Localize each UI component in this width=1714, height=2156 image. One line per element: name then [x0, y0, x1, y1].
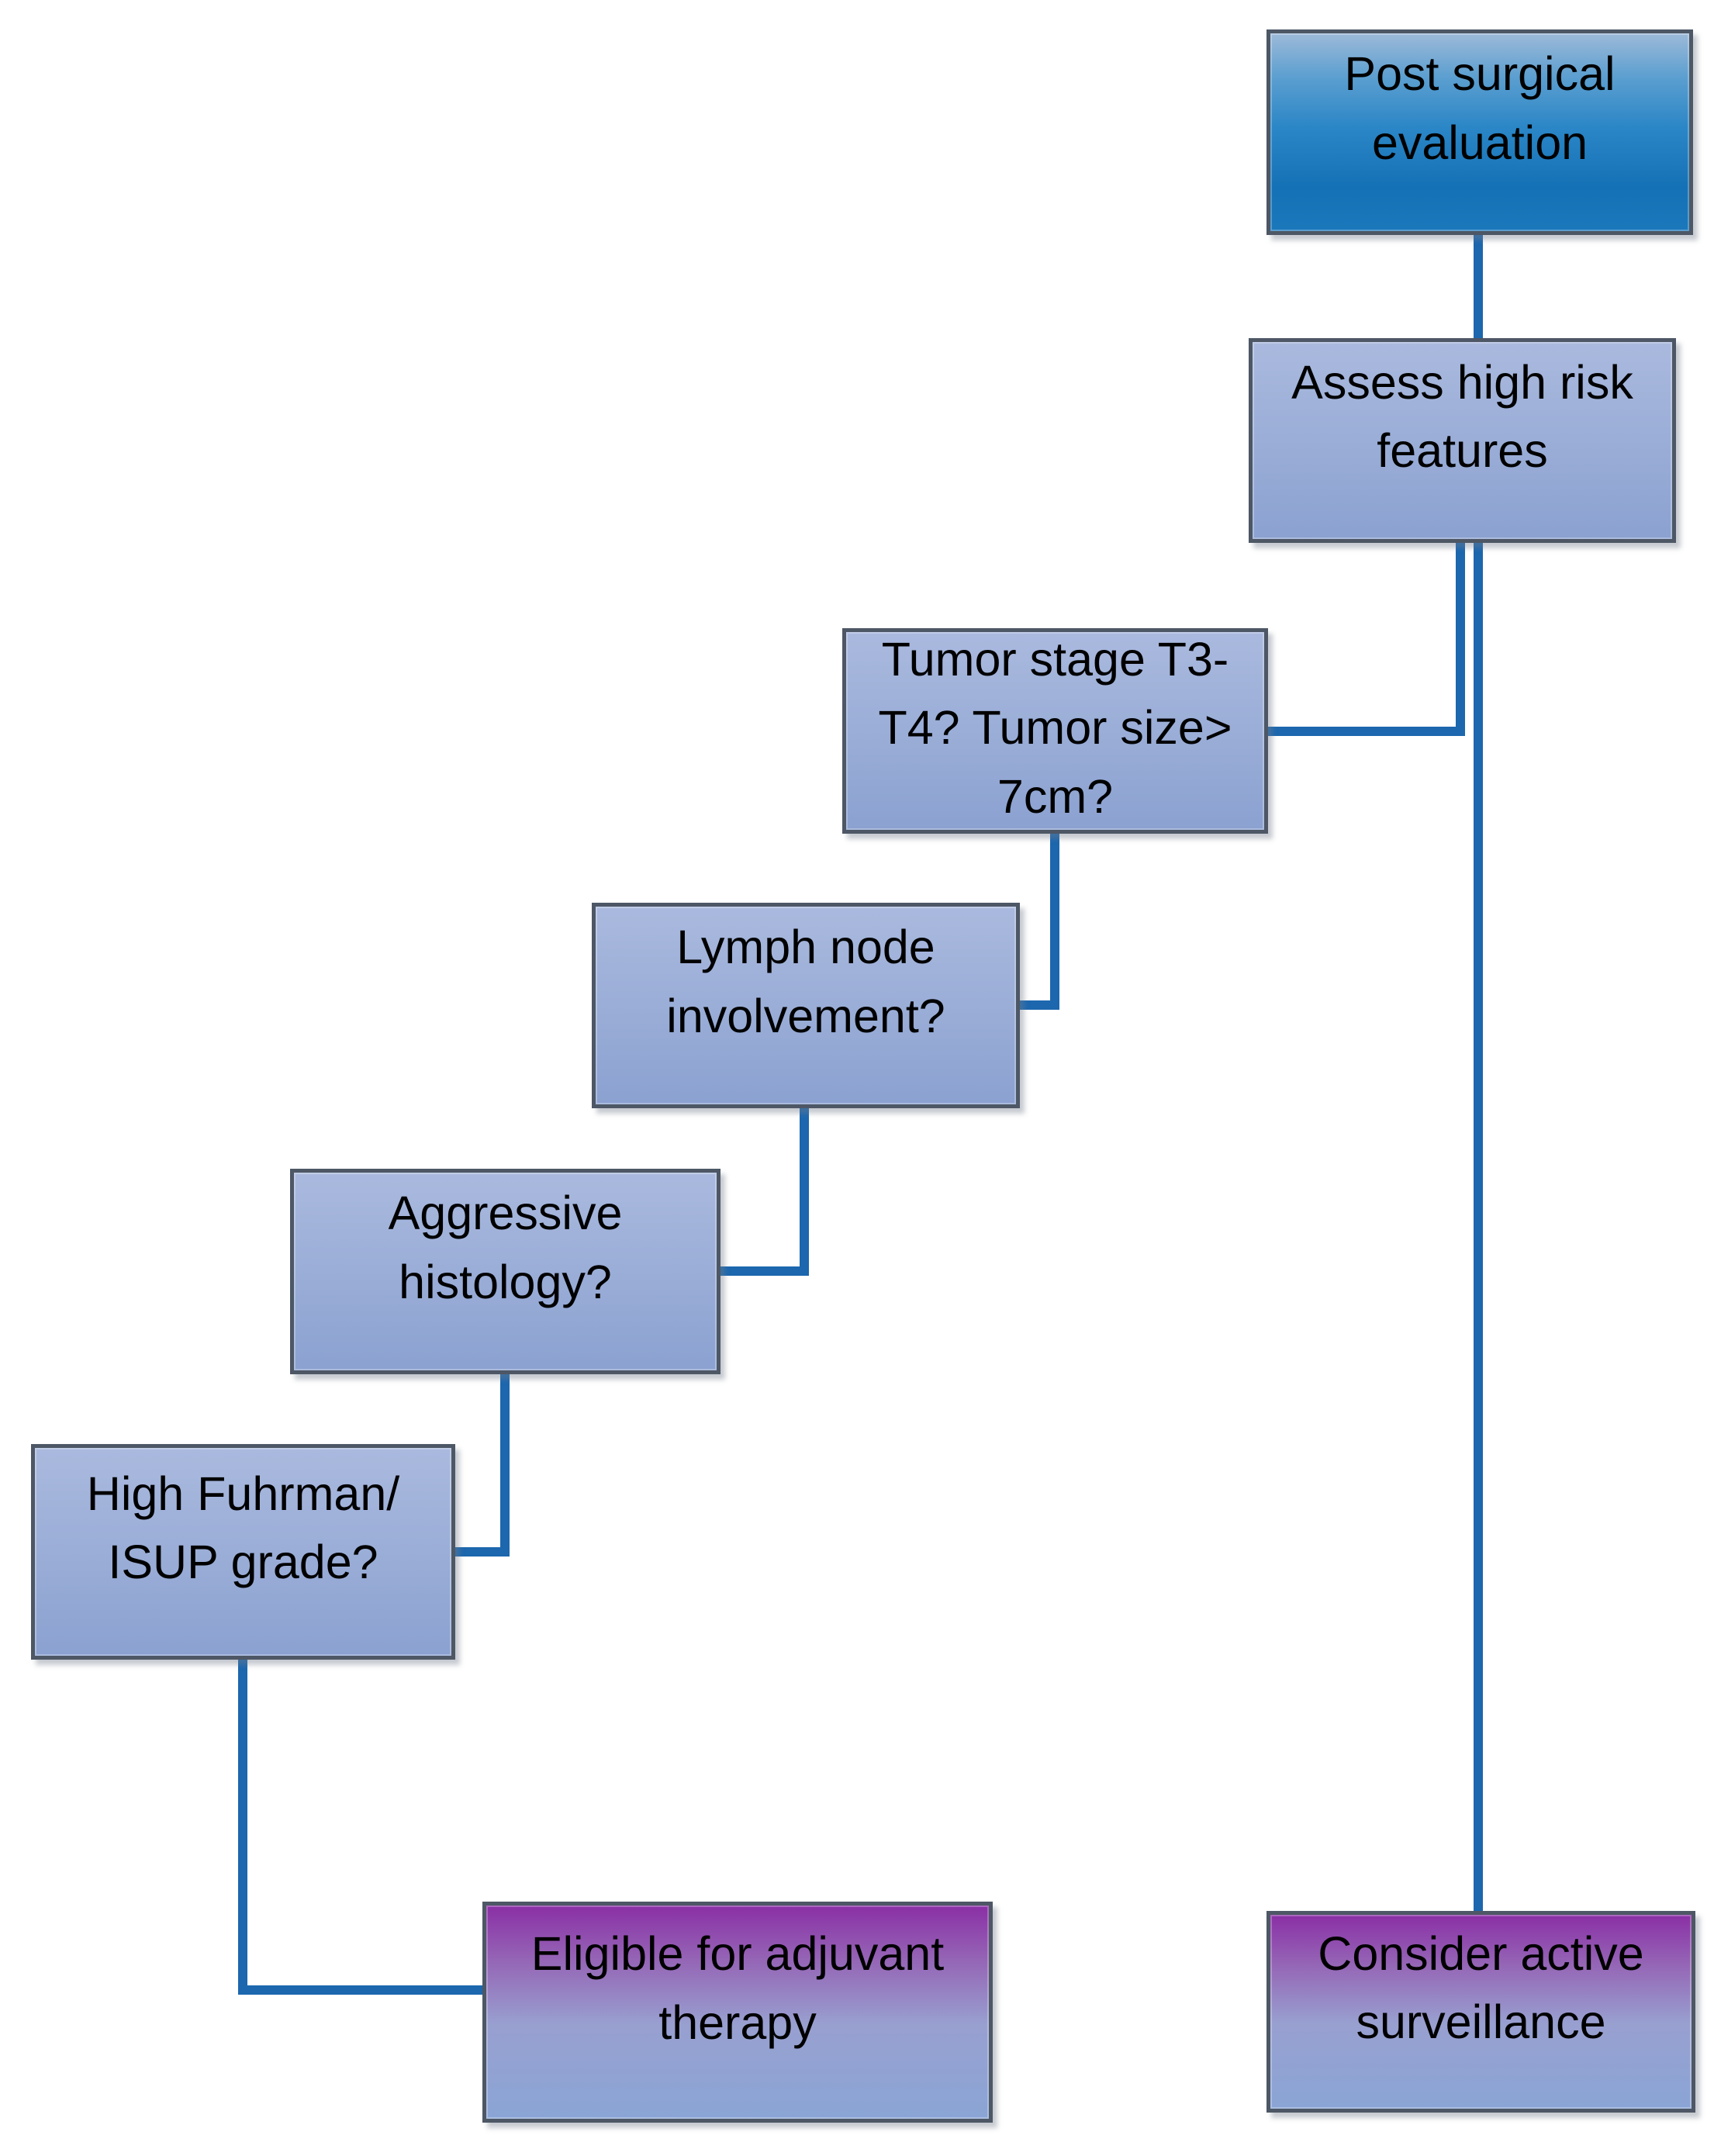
- connector-post-to-assess: [1474, 235, 1483, 341]
- connector-branch-to-tumor: [1268, 727, 1465, 736]
- connector-assess-to-surveillance: [1474, 543, 1483, 1914]
- node-label: Post surgical evaluation: [1344, 47, 1616, 169]
- connector-lymph-to-aggressive: [721, 1266, 809, 1276]
- node-label: Aggressive histology?: [388, 1187, 623, 1308]
- node-label: Tumor stage T3- T4? Tumor size> 7cm?: [878, 632, 1232, 823]
- node-assess-high-risk-features: Assess high risk features: [1249, 338, 1676, 543]
- connector-fuhrman-to-eligible: [238, 1985, 486, 1995]
- connector-tumor-to-lymph: [1020, 1000, 1059, 1010]
- node-label: Consider active surveillance: [1318, 1926, 1644, 2048]
- node-consider-active-surveillance: Consider active surveillance: [1266, 1911, 1695, 2113]
- node-label: High Fuhrman/ ISUP grade?: [86, 1467, 400, 1588]
- node-label: Assess high risk features: [1291, 355, 1633, 477]
- node-label: Lymph node involvement?: [666, 921, 945, 1042]
- connector-aggressive-to-fuhrman: [455, 1547, 510, 1557]
- connector-tumor-down: [1050, 834, 1059, 1010]
- connector-aggressive-down: [500, 1374, 510, 1557]
- node-eligible-adjuvant-therapy: Eligible for adjuvant therapy: [482, 1902, 993, 2123]
- node-label: Eligible for adjuvant therapy: [530, 1927, 945, 2049]
- node-lymph-node-involvement: Lymph node involvement?: [592, 903, 1020, 1108]
- connector-lymph-down: [800, 1108, 809, 1276]
- node-aggressive-histology: Aggressive histology?: [290, 1169, 721, 1374]
- node-post-surgical-evaluation: Post surgical evaluation: [1266, 29, 1693, 235]
- node-tumor-stage-size: Tumor stage T3- T4? Tumor size> 7cm?: [842, 628, 1268, 834]
- connector-assess-branch-vertical: [1456, 543, 1465, 736]
- connector-fuhrman-down: [238, 1660, 247, 1995]
- node-high-fuhrman-isup-grade: High Fuhrman/ ISUP grade?: [31, 1444, 455, 1660]
